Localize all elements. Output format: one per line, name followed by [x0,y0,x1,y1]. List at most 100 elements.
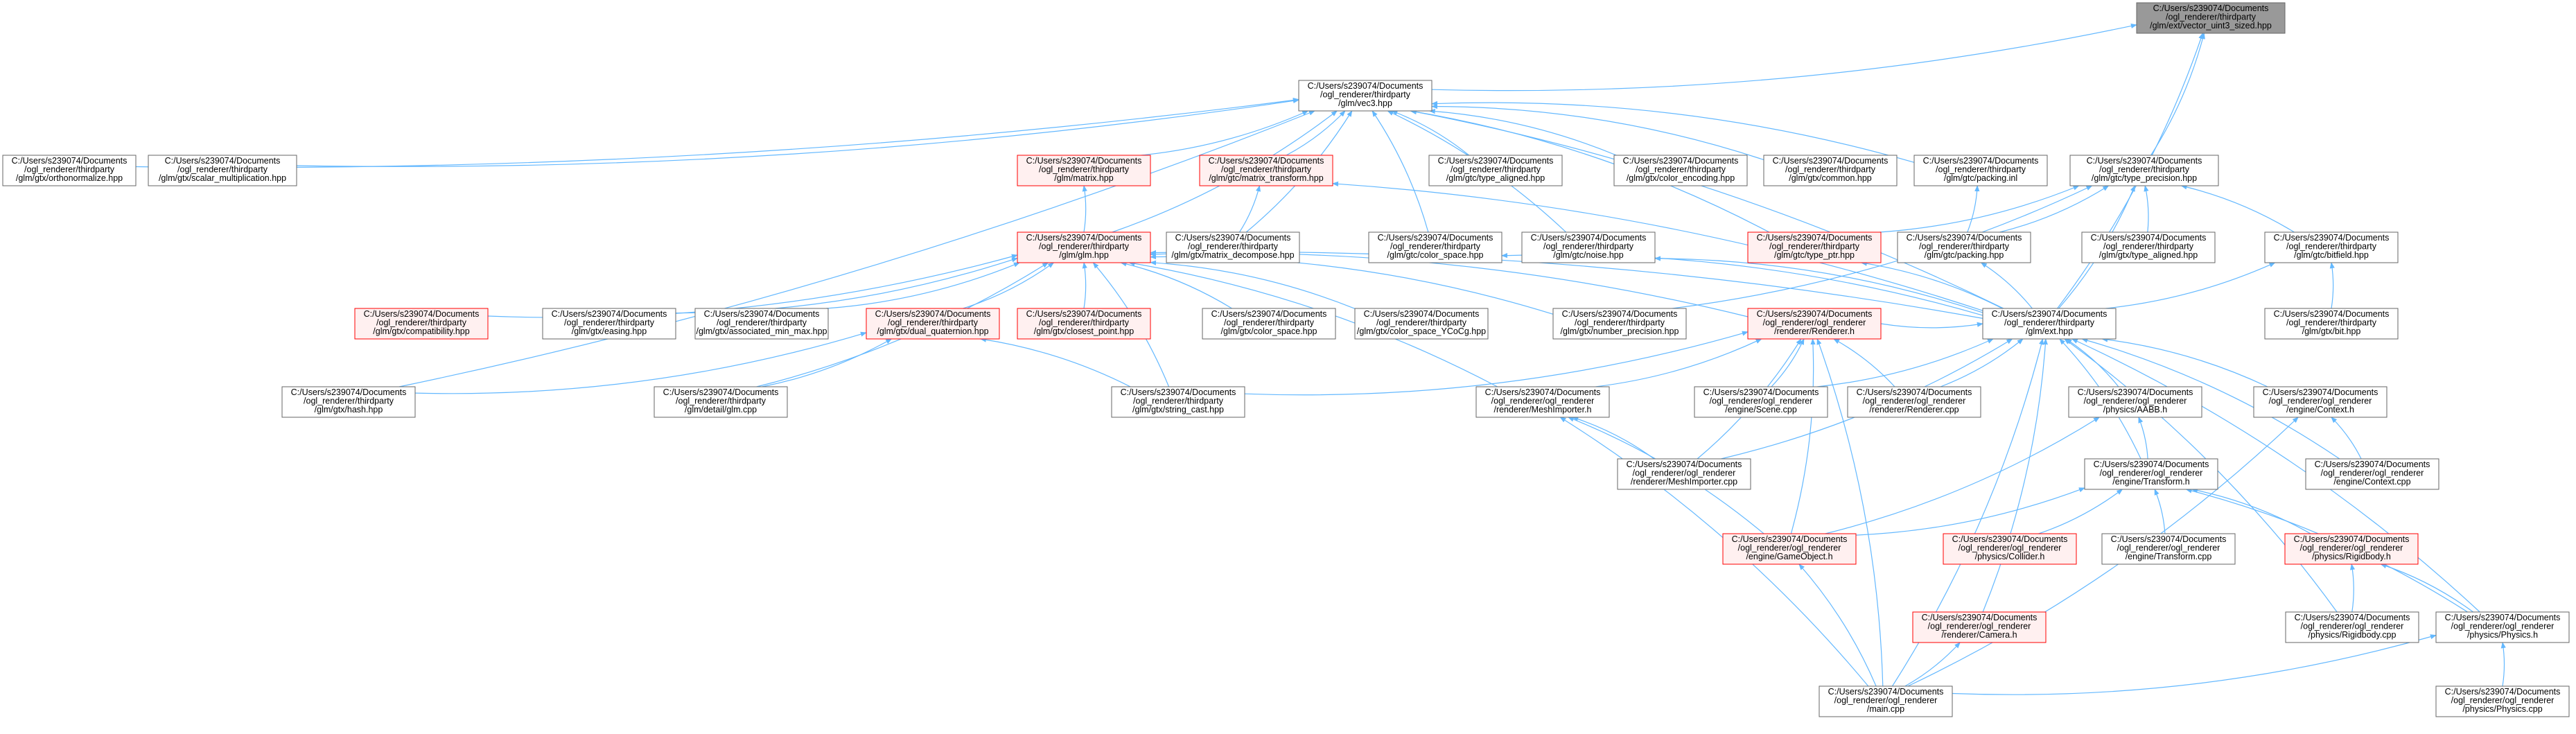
file-node-label-line: C:/Users/s239074/Documents [2315,460,2430,469]
file-node[interactable]: C:/Users/s239074/Documents/ogl_renderer/… [1552,308,1687,340]
file-node-label-line: /renderer/MeshImporter.h [1493,405,1591,414]
file-node[interactable]: C:/Users/s239074/Documents/ogl_renderer/… [1017,308,1151,340]
file-node-label-line: /ogl_renderer/thirdparty [1188,242,1279,252]
file-node[interactable]: C:/Users/s239074/Documents/ogl_renderer/… [2435,685,2570,717]
file-node[interactable]: C:/Users/s239074/Documents/ogl_renderer/… [2084,458,2218,490]
file-node-label-line: /ogl_renderer/thirdparty [2286,242,2377,252]
file-node-label-line: /glm/gtc/type_ptr.hpp [1774,250,1855,260]
file-node[interactable]: C:/Users/s239074/Documents/ogl_renderer/… [2068,386,2202,418]
file-node-label-line: C:/Users/s239074/Documents [1773,156,1889,166]
dependency-edge [2331,417,2362,460]
file-node[interactable]: C:/Users/s239074/Documents/ogl_renderer/… [2264,308,2399,340]
edges-layer [135,23,2506,695]
file-node-label-line: /ogl_renderer/thirdparty [2166,12,2257,22]
file-node[interactable]: C:/Users/s239074/Documents/ogl_renderer/… [1694,386,1828,418]
file-node-label-line: /physics/Collider.h [1975,552,2045,561]
file-node-label-line: /renderer/MeshImporter.cpp [1631,477,1737,487]
file-node[interactable]: C:/Users/s239074/Documents/ogl_renderer/… [1298,80,1432,112]
dependency-edge [1982,338,2048,613]
file-node[interactable]: C:/Users/s239074/Documents/ogl_renderer/… [1475,386,1610,418]
file-node-label-line: /ogl_renderer/thirdparty [1320,90,1411,100]
file-node[interactable]: C:/Users/s239074/Documents/ogl_renderer/… [2069,155,2219,186]
file-node[interactable]: C:/Users/s239074/Documents/ogl_renderer/… [1199,155,1333,186]
file-node[interactable]: C:/Users/s239074/Documents/ogl_renderer/… [1912,611,2047,643]
file-node[interactable]: C:/Users/s239074/Documents/ogl_renderer/… [148,155,297,186]
file-node-label-line: C:/Users/s239074/Documents [2094,460,2209,469]
file-node-label-line: C:/Users/s239074/Documents [1732,534,1848,544]
file-node-box [542,308,676,340]
file-node[interactable]: C:/Users/s239074/Documents/ogl_renderer/… [2081,231,2216,263]
file-node-label-line: C:/Users/s239074/Documents [1531,233,1647,243]
file-node-label-line: C:/Users/s239074/Documents [2078,387,2193,397]
file-node[interactable]: C:/Users/s239074/Documents/ogl_renderer/… [2285,611,2419,643]
file-node[interactable]: C:/Users/s239074/Documents/ogl_renderer/… [2305,458,2439,490]
file-node[interactable]: C:/Users/s239074/Documents/ogl_renderer/… [2264,231,2399,263]
file-node[interactable]: C:/Users/s239074/Documents/ogl_renderer/… [1428,155,1563,186]
file-node[interactable]: C:/Users/s239074/Documents/ogl_renderer/… [1913,155,2048,186]
file-node[interactable]: C:/Users/s239074/Documents/ogl_renderer/… [1354,308,1489,340]
file-node-label-line: /ogl_renderer/ogl_renderer [1959,543,2062,553]
file-node[interactable]: C:/Users/s239074/Documents/ogl_renderer/… [1017,231,1151,263]
file-node[interactable]: C:/Users/s239074/Documents/ogl_renderer/… [354,308,489,340]
dependency-edge [1980,262,2033,309]
file-node[interactable]: C:/Users/s239074/Documents/ogl_renderer/… [1617,458,1751,490]
file-node-box [2068,386,2202,418]
file-node[interactable]: C:/Users/s239074/Documents/ogl_renderer/… [542,308,676,340]
file-node[interactable]: C:/Users/s239074/Documents/ogl_renderer/… [1166,231,1300,263]
file-node-box [1199,155,1333,186]
dependency-edge [1082,262,1087,309]
file-node-label-line: C:/Users/s239074/Documents [1026,309,1142,319]
file-node[interactable]: C:/Users/s239074/Documents/ogl_renderer/… [1521,231,1656,263]
file-node[interactable]: C:/Users/s239074/Documents/ogl_renderer/… [1747,231,1882,263]
file-node[interactable]: C:/Users/s239074/Documents/ogl_renderer/… [2,155,137,186]
file-node-label-line: /glm/gtc/packing.hpp [1925,250,2004,260]
file-node[interactable]: C:/Users/s239074/Documents/ogl_renderer/… [2101,533,2236,565]
file-node-box [2084,458,2218,490]
file-node-label-line: /ogl_renderer/thirdparty [564,318,655,328]
file-node[interactable]: C:/Users/s239074/Documents/ogl_renderer/… [1722,533,1857,565]
file-node-box [1017,155,1151,186]
file-node[interactable]: C:/Users/s239074/Documents/ogl_renderer/… [654,386,788,418]
file-node-label-line: /ogl_renderer/thirdparty [1575,318,1665,328]
file-node[interactable]: C:/Users/s239074/Documents/ogl_renderer/… [1368,231,1502,263]
dependency-edge [980,337,1131,387]
file-node[interactable]: C:/Users/s239074/Documents/ogl_renderer/… [1111,386,1245,418]
file-node[interactable]: C:/Users/s239074/Documents/ogl_renderer/… [281,386,416,418]
file-node-label-line: /glm/gtx/hash.hpp [315,405,383,414]
file-node[interactable]: C:/Users/s239074/Documents/ogl_renderer/… [1747,308,1882,340]
file-node-label-line: C:/Users/s239074/Documents [2294,534,2410,544]
file-node-label-line: /engine/GameObject.h [1746,552,1832,561]
file-node-box [1166,231,1300,263]
file-node[interactable]: C:/Users/s239074/Documents/ogl_renderer/… [1943,533,2077,565]
file-node-label-line: /glm/gtx/matrix_decompose.hpp [1171,250,1294,260]
file-node[interactable]: C:/Users/s239074/Documents/ogl_renderer/… [1763,155,1898,186]
file-node-label-line: /physics/Rigidbody.cpp [2308,630,2397,640]
file-node-label-line: C:/Users/s239074/Documents [1757,233,1873,243]
file-node-label-line: /glm/ext/vector_uint3_sized.hpp [2150,21,2272,30]
file-node[interactable]: C:/Users/s239074/Documents/ogl_renderer/… [2435,611,2570,643]
dependency-edge [2154,489,2166,534]
file-node-label-line: C:/Users/s239074/Documents [1026,156,1142,166]
file-node[interactable]: C:/Users/s239074/Documents/ogl_renderer/… [2253,386,2387,418]
file-node[interactable]: C:/Users/s239074/Documents/ogl_renderer/… [866,308,1000,340]
file-node[interactable]: C:/Users/s239074/Documents/ogl_renderer/… [2284,533,2419,565]
file-node[interactable]: C:/Users/s239074/Documents/ogl_renderer/… [1202,308,1336,340]
file-node: C:/Users/s239074/Documents/ogl_renderer/… [2136,2,2286,34]
file-node-label-line: /ogl_renderer/thirdparty [1039,318,1130,328]
file-node[interactable]: C:/Users/s239074/Documents/ogl_renderer/… [694,308,829,340]
file-node[interactable]: C:/Users/s239074/Documents/ogl_renderer/… [1847,386,1981,418]
dependency-edge [1880,322,1983,329]
file-node[interactable]: C:/Users/s239074/Documents/ogl_renderer/… [1897,231,2031,263]
file-node-label-line: /ogl_renderer/thirdparty [2004,318,2095,328]
file-node-label-line: C:/Users/s239074/Documents [704,309,820,319]
dependency-edge [1595,338,1762,387]
file-node[interactable]: C:/Users/s239074/Documents/ogl_renderer/… [1017,155,1151,186]
file-node[interactable]: C:/Users/s239074/Documents/ogl_renderer/… [1613,155,1748,186]
file-node[interactable]: C:/Users/s239074/Documents/ogl_renderer/… [1982,308,2117,340]
file-node-label-line: C:/Users/s239074/Documents [1209,156,1324,166]
file-node-box [2284,533,2419,565]
file-node[interactable]: C:/Users/s239074/Documents/ogl_renderer/… [1819,685,1953,717]
dependency-edge [1572,417,1655,460]
file-node-label-line: C:/Users/s239074/Documents [1562,309,1678,319]
file-node-label-line: /ogl_renderer/ogl_renderer [1928,622,2031,631]
